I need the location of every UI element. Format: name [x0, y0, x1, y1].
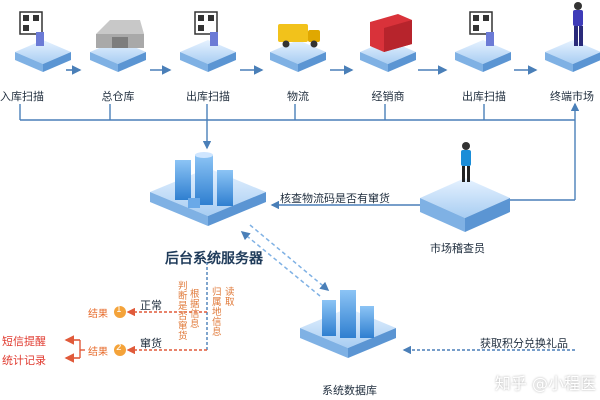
qr-icon-2: [194, 11, 218, 46]
read-vertical-text: 读取: [225, 287, 235, 308]
step-label-terminal: 终端市场: [550, 90, 594, 103]
inspector-icon: [420, 142, 510, 232]
judge-vertical-text: 判断是否窜货: [178, 281, 188, 342]
attribution-vertical-text: 归属地信息: [212, 287, 222, 338]
cross-label: 窜货: [140, 337, 162, 350]
qr-icon: [19, 11, 44, 46]
server-icon: [150, 152, 266, 226]
person-icon: [573, 2, 583, 46]
result-label-1: 结果: [88, 309, 108, 320]
result-number-1: 1: [116, 305, 122, 315]
stats-label: 统计记录: [2, 354, 46, 367]
step-label-warehouse: 总仓库: [101, 90, 135, 103]
sync-arrows: [240, 224, 330, 297]
inspector-label: 市场稽查员: [430, 242, 485, 255]
result-number-2: 2: [116, 343, 122, 353]
sms-label: 短信提醒: [2, 335, 46, 348]
step-label-distributor: 经销商: [371, 90, 405, 103]
normal-label: 正常: [140, 299, 162, 312]
step-platforms: [15, 40, 600, 72]
qr-icon-3: [469, 11, 494, 46]
result-label-2: 结果: [88, 347, 108, 358]
truck-icon: [278, 24, 320, 48]
watermark: 知乎 @小程医: [494, 374, 596, 393]
server-label: 后台系统服务器: [165, 251, 263, 267]
step-label-logistics: 物流: [287, 90, 309, 103]
step-label-outbound: 出库扫描: [186, 90, 230, 103]
bus-lines: [19, 102, 580, 201]
check-label: 核查物流码是否有窜货: [280, 192, 390, 205]
step-label-inbound: 入库扫描: [0, 90, 44, 103]
container-icon: [370, 14, 412, 52]
warehouse-icon: [96, 20, 144, 48]
step-label-outbound-2: 出库扫描: [462, 90, 506, 103]
result-lines: [64, 262, 208, 363]
db-label: 系统数据库: [322, 384, 377, 397]
database-icon: [300, 290, 396, 358]
by-info-vertical-text: 根据信息: [190, 289, 200, 330]
redeem-label: 获取积分兑换礼品: [480, 337, 568, 350]
